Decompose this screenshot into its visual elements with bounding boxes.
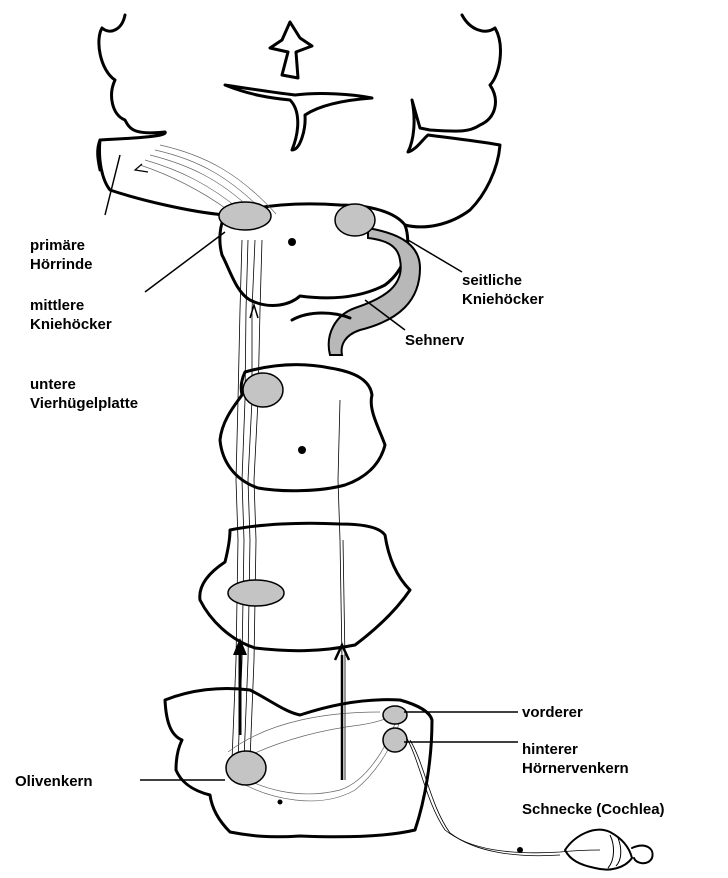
label-cochlea: Schnecke (Cochlea) [522,800,665,819]
label-inferior-colliculus-line2: Vierhügelplatte [30,394,138,413]
label-medial-geniculate-line1: mittlere [30,296,112,315]
medial-geniculate-nucleus [219,202,271,230]
label-dorsal-cochlear-line2: Hörnervenkern [522,759,629,778]
label-ventral-cochlear: vorderer [522,703,583,722]
inferior-colliculus-nucleus [243,373,283,407]
ventral-cochlear-nucleus [383,706,407,724]
dorsal-cochlear-nucleus [383,728,407,752]
pons-nucleus [228,580,284,606]
label-lateral-geniculate-line2: Kniehöcker [462,290,544,309]
label-optic-nerve: Sehnerv [405,331,464,350]
label-inferior-colliculus: untere Vierhügelplatte [30,375,138,413]
cerebrum-outline [98,15,501,227]
label-olivary-nucleus: Olivenkern [15,772,93,791]
label-primary-auditory-cortex: primäre Hörrinde [30,236,93,274]
label-dorsal-cochlear-line1: hinterer [522,740,629,759]
label-medial-geniculate-line2: Kniehöcker [30,315,112,334]
label-primary-auditory-cortex-line2: Hörrinde [30,255,93,274]
label-primary-auditory-cortex-line1: primäre [30,236,93,255]
label-dorsal-cochlear: hinterer Hörnervenkern [522,740,629,778]
label-lateral-geniculate-line1: seitliche [462,271,544,290]
label-lateral-geniculate: seitliche Kniehöcker [462,271,544,309]
label-inferior-colliculus-line1: untere [30,375,138,394]
leader-lines [105,155,518,780]
label-medial-geniculate: mittlere Kniehöcker [30,296,112,334]
cochlea-icon [517,830,653,870]
lateral-geniculate-nucleus [335,204,375,236]
olivary-nucleus [226,751,266,785]
